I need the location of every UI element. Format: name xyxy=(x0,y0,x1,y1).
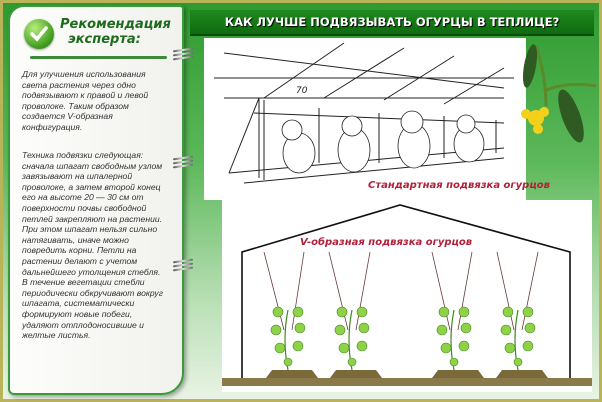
header-bar: КАК ЛУЧШЕ ПОДВЯЗЫВАТЬ ОГУРЦЫ В ТЕПЛИЦЕ? xyxy=(190,10,594,36)
spiral-binding-icon xyxy=(172,258,194,272)
expert-paragraph-2: Техника подвязки следующая: сначала шпаг… xyxy=(22,150,163,341)
height-mark: 70 xyxy=(296,86,308,96)
page-title: КАК ЛУЧШЕ ПОДВЯЗЫВАТЬ ОГУРЦЫ В ТЕПЛИЦЕ? xyxy=(224,15,560,29)
expert-panel: Рекомендация эксперта: Для улучшения исп… xyxy=(8,5,184,395)
expert-title-line1: Рекомендация xyxy=(60,17,171,32)
spiral-binding-icon xyxy=(172,47,194,61)
standard-trellis-drawing: 70 xyxy=(204,38,526,200)
spiral-binding-icon xyxy=(172,155,194,169)
v-trellis-drawing xyxy=(222,200,592,392)
v-shaped-caption: V-образная подвязка огурцов xyxy=(300,237,473,248)
divider xyxy=(30,56,167,59)
expert-title-line2: эксперта: xyxy=(68,32,141,47)
cucumber-illustration xyxy=(516,36,600,146)
standard-caption: Стандартная подвязка огурцов xyxy=(368,180,550,191)
checkmark-icon xyxy=(24,19,54,49)
expert-title: Рекомендация эксперта: xyxy=(60,17,171,47)
expert-paragraph-1: Для улучшения использования света растен… xyxy=(22,69,149,132)
